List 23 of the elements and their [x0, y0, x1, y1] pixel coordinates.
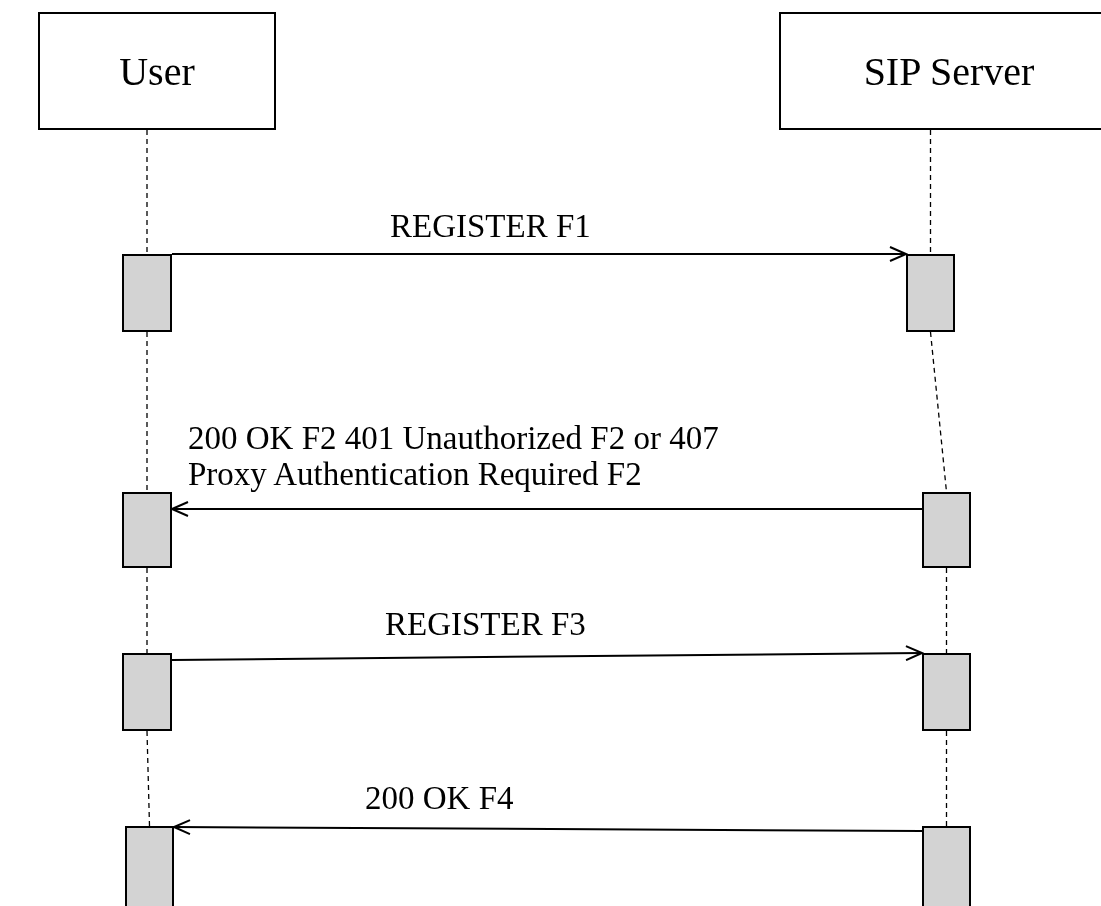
lifeline [146, 129, 148, 255]
activation-bar [922, 653, 971, 731]
participant-name: SIP Server [863, 47, 1035, 95]
participant-box [779, 12, 1101, 130]
lifeline [929, 129, 932, 255]
activation-bar [922, 826, 971, 906]
lifeline [146, 567, 148, 654]
lifeline [945, 730, 948, 827]
lifeline [146, 730, 151, 827]
message-arrow [171, 645, 923, 662]
activation-bar [122, 653, 172, 731]
activation-bar [125, 826, 174, 906]
lifeline [945, 567, 948, 654]
participant-name: User [119, 47, 195, 95]
lifeline [146, 331, 148, 493]
participant-box [38, 12, 276, 130]
message-arrow [171, 501, 923, 517]
activation-bar [922, 492, 971, 568]
message-arrow [173, 819, 923, 836]
activation-bar [122, 254, 172, 332]
message-arrow [171, 246, 907, 262]
activation-bar [122, 492, 172, 568]
activation-bar [906, 254, 955, 332]
